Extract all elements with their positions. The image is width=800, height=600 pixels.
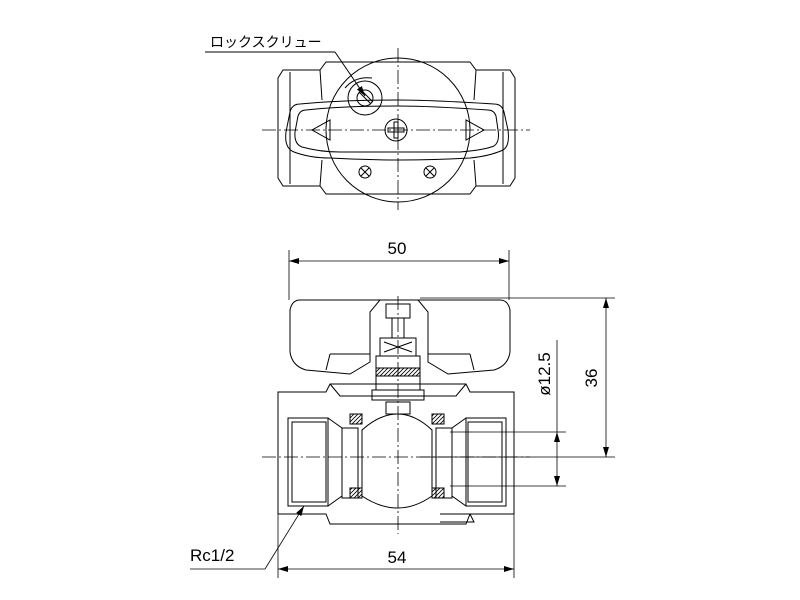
ball: [361, 413, 433, 509]
stem-shaft: [391, 318, 405, 338]
dimensions: [190, 250, 615, 578]
top-body-hex-upper: [319, 69, 477, 101]
dim-50-label: 50: [388, 239, 407, 258]
side-view: [262, 296, 530, 534]
top-view: [205, 48, 530, 210]
right-port-thread: [465, 417, 507, 507]
lock-screw-arc: [344, 77, 373, 89]
small-screw-right-icon: [423, 165, 437, 179]
thread-label: Rc1/2: [190, 546, 234, 565]
left-port-thread: [287, 417, 329, 507]
dim-54-label: 54: [388, 548, 407, 567]
small-screw-left-icon: [358, 165, 372, 179]
lock-screw-leader-arrow: [334, 51, 366, 97]
dim-36-label: 36: [582, 369, 601, 388]
stem-head: [385, 303, 411, 319]
lock-screw-icon: [356, 89, 374, 107]
lock-screw-outer-icon: [347, 80, 383, 116]
handle-right-step: [428, 353, 475, 371]
right-port-inner: [467, 421, 503, 503]
body-outline: [277, 383, 515, 525]
top-body-hex-lower: [319, 159, 477, 187]
lock-screw-slot: [358, 89, 374, 105]
thread-leader-arrow: [264, 505, 305, 570]
handle-inner-outline: [294, 105, 499, 153]
handle-left-step: [325, 353, 370, 371]
left-port-inner: [291, 421, 327, 503]
body-bottom-notch: [440, 513, 475, 523]
lock-screw-label: ロックスクリュー: [210, 35, 322, 51]
handle-left-wing: [289, 299, 382, 375]
dim-bore-label: ø12.5: [535, 352, 554, 395]
handle-outline: [285, 99, 509, 161]
handle-right-wing: [416, 299, 511, 375]
